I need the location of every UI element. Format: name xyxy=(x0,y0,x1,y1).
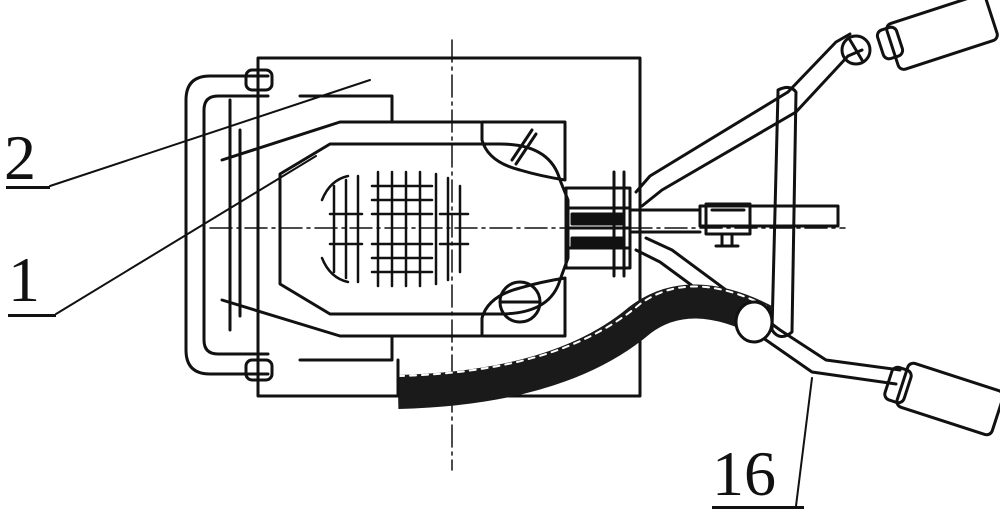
part-label-16: 16 xyxy=(712,442,776,506)
cooling-fins xyxy=(322,172,468,286)
label-underline-2 xyxy=(6,186,50,189)
shaft xyxy=(700,204,838,246)
part-label-1: 1 xyxy=(8,248,40,312)
center-lines xyxy=(210,40,845,470)
label-underline-1 xyxy=(8,314,56,317)
part-label-2: 2 xyxy=(4,126,36,190)
coupling xyxy=(566,172,700,276)
handle-bars xyxy=(636,0,1000,436)
hose xyxy=(398,286,772,396)
engine-body xyxy=(280,122,568,336)
label-underline-16 xyxy=(712,506,804,509)
